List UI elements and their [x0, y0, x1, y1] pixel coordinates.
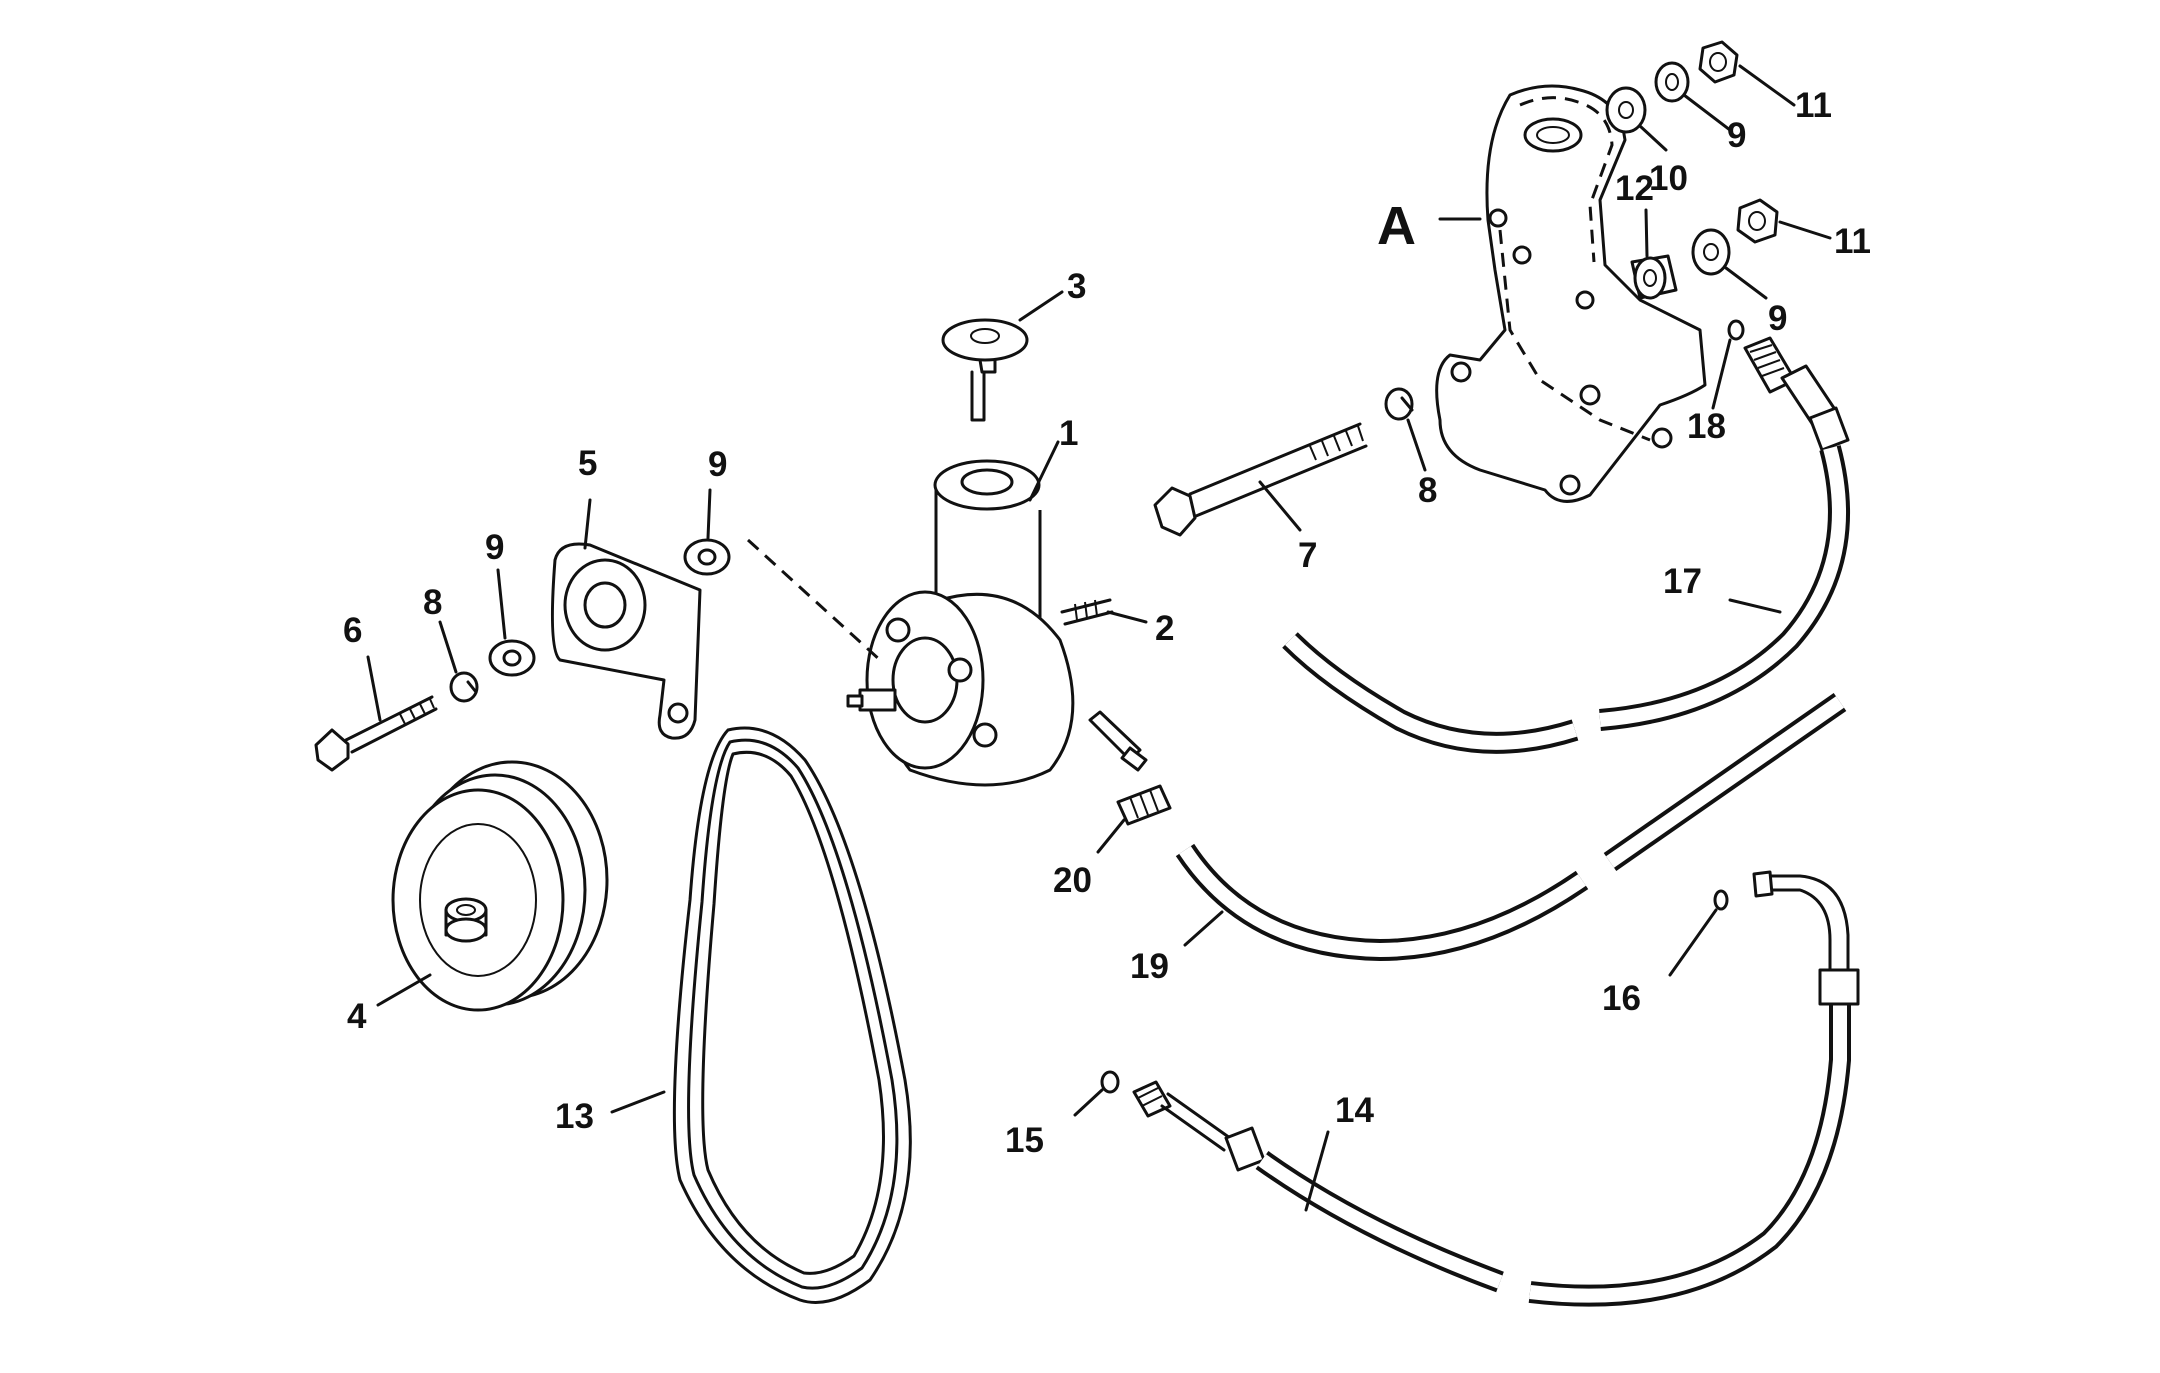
part-10-washer	[1605, 86, 1647, 134]
label-part-10: 10	[1649, 159, 1688, 198]
label-part-5: 5	[578, 444, 597, 483]
label-part-11-lower: 11	[1834, 222, 1871, 261]
part-6-bolt	[314, 695, 438, 772]
part-9-washer-left	[488, 639, 536, 677]
label-part-12: 12	[1615, 169, 1654, 208]
label-part-20: 20	[1053, 861, 1092, 900]
label-part-3: 3	[1067, 267, 1086, 306]
part-8-lock-washer-left	[449, 671, 479, 703]
label-part-9-upper-right: 9	[1727, 116, 1746, 155]
part-number-labels: 1 2 3 4 5 6 7 8 8 9 9 9 9 10 11 11 12 13…	[343, 86, 1871, 1160]
label-part-19: 19	[1130, 947, 1169, 986]
part-17-hose	[1282, 336, 1850, 754]
part-16-o-ring	[1713, 889, 1729, 911]
label-part-4: 4	[347, 997, 367, 1036]
label-part-6: 6	[343, 611, 362, 650]
part-9-washer-upper-right	[1654, 61, 1690, 103]
label-part-18: 18	[1687, 407, 1726, 446]
label-part-13: 13	[555, 1097, 594, 1136]
part-9-washer-upper-left	[683, 538, 731, 576]
label-part-7: 7	[1298, 536, 1317, 575]
label-part-15: 15	[1005, 1121, 1044, 1160]
label-part-8-left: 8	[423, 583, 442, 622]
part-9-washer-right	[1691, 228, 1731, 276]
part-5-bracket	[550, 542, 702, 740]
part-A-mounting-bracket	[1435, 84, 1707, 503]
part-20-fitting	[1116, 784, 1172, 826]
label-part-9-left: 9	[485, 528, 504, 567]
part-8-lock-washer-right	[1384, 387, 1414, 421]
part-19-return-hose	[1175, 692, 1847, 962]
leader-lines	[366, 64, 1832, 1212]
part-3-cap-dipstick	[941, 318, 1029, 422]
alignment-dashed-line	[746, 538, 882, 662]
part-11-nut-upper	[1698, 40, 1739, 84]
part-18-o-ring	[1727, 319, 1745, 341]
label-part-17: 17	[1663, 562, 1702, 601]
label-part-16: 16	[1602, 979, 1641, 1018]
label-part-A: A	[1377, 196, 1416, 256]
part-12-spacer	[1630, 254, 1678, 300]
label-part-8-right: 8	[1418, 471, 1437, 510]
label-part-14: 14	[1335, 1091, 1374, 1130]
part-4-pulley	[391, 760, 609, 1012]
part-11-nut-lower	[1736, 198, 1779, 244]
label-part-9-upper-left: 9	[708, 445, 727, 484]
part-15-o-ring	[1100, 1070, 1120, 1094]
label-part-11-upper: 11	[1795, 86, 1832, 125]
part-13-drive-belt	[672, 726, 912, 1304]
label-part-2: 2	[1155, 609, 1174, 648]
part-7-long-bolt	[1153, 422, 1368, 537]
label-part-9-right: 9	[1768, 299, 1787, 338]
part-1-power-steering-pump	[846, 459, 1148, 787]
label-part-1: 1	[1059, 414, 1078, 453]
part-14-pressure-hose	[1132, 870, 1860, 1307]
